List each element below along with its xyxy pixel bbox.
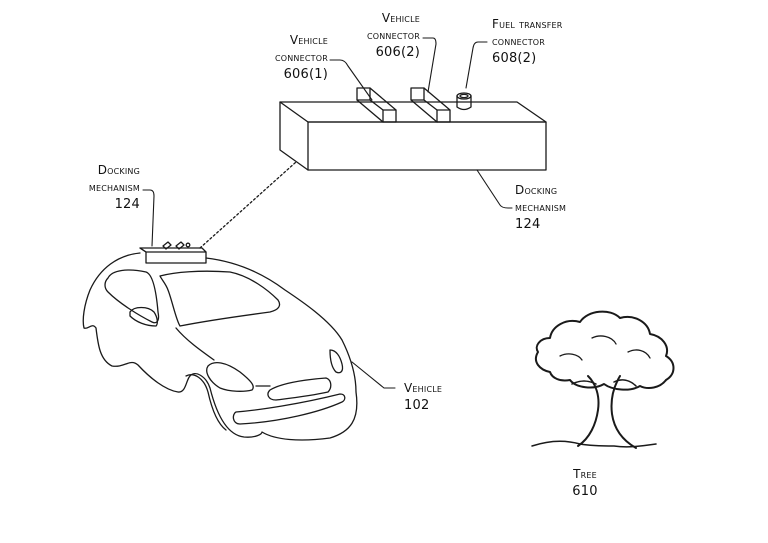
label-line1: Tree [573, 467, 597, 481]
tree-canopy [534, 310, 675, 391]
tree-canopy-detail [559, 335, 651, 361]
label-vehicle-connector-606-1: Vehicle connector 606(1) [258, 32, 328, 83]
vehicle-lower-intake [232, 393, 346, 425]
label-line2: mechanism [88, 180, 140, 194]
label-vehicle-102: Vehicle 102 [404, 380, 442, 414]
leader-lines [142, 37, 513, 389]
vehicle-front-wheel [185, 374, 227, 431]
leader-608-2 [465, 41, 488, 89]
label-vehicle-connector-606-2: Vehicle connector 606(2) [340, 10, 420, 61]
tree-roots [531, 440, 657, 448]
fuel-transfer-connector-608-2 [456, 92, 472, 111]
label-ref: 606(2) [375, 45, 420, 60]
leader-vehicle [351, 361, 396, 389]
label-ref: 124 [114, 197, 140, 212]
label-line2: connector [492, 34, 546, 48]
label-docking-mechanism-enlarged: Docking mechanism 124 [515, 182, 566, 233]
label-ref: 608(2) [492, 51, 537, 66]
projection-dotted-line [199, 161, 297, 249]
tree-610 [531, 310, 675, 449]
label-line1: Docking [515, 183, 558, 197]
leader-606-2 [422, 37, 437, 93]
dock-side-face [279, 101, 309, 171]
label-ref: 102 [404, 398, 430, 413]
label-line1: Vehicle [404, 381, 443, 395]
vehicle-102 [82, 241, 358, 441]
vehicle-connector-606-2 [410, 87, 451, 123]
leader-606-1 [329, 59, 373, 101]
label-line1: Docking [97, 163, 140, 177]
label-ref: 610 [572, 484, 598, 499]
label-line2: connector [274, 50, 328, 64]
label-ref: 606(1) [283, 67, 328, 82]
vehicle-body [82, 252, 358, 441]
leader-dock-enlarged [476, 169, 513, 209]
label-line2: mechanism [515, 200, 567, 214]
label-line1: Vehicle [289, 33, 328, 47]
label-ref: 124 [515, 217, 541, 232]
docking-mechanism-on-vehicle [139, 241, 207, 264]
vehicle-headlight-left [206, 361, 254, 392]
tree-branches [571, 379, 637, 387]
label-line1: Fuel transfer [492, 17, 563, 31]
label-docking-mechanism-on-vehicle: Docking mechanism 124 [60, 162, 140, 213]
dock-top-face [279, 101, 547, 123]
tree-trunk [577, 375, 637, 449]
vehicle-connector-606-1 [356, 87, 397, 123]
vehicle-rear-window [104, 269, 160, 324]
vehicle-side-mirror [129, 306, 158, 327]
vehicle-windshield [159, 270, 281, 327]
vehicle-headlight-right [329, 349, 344, 374]
label-line1: Vehicle [381, 11, 420, 25]
label-fuel-transfer-connector-608-2: Fuel transfer connector 608(2) [492, 16, 563, 67]
dock-front-face [307, 121, 547, 171]
vehicle-grille [267, 377, 332, 401]
vehicle-hood-line [175, 327, 215, 361]
label-tree-610: Tree 610 [560, 466, 610, 500]
leader-dock-on-vehicle [142, 189, 155, 247]
docking-mechanism-enlarged [279, 87, 547, 171]
label-line2: connector [366, 28, 420, 42]
